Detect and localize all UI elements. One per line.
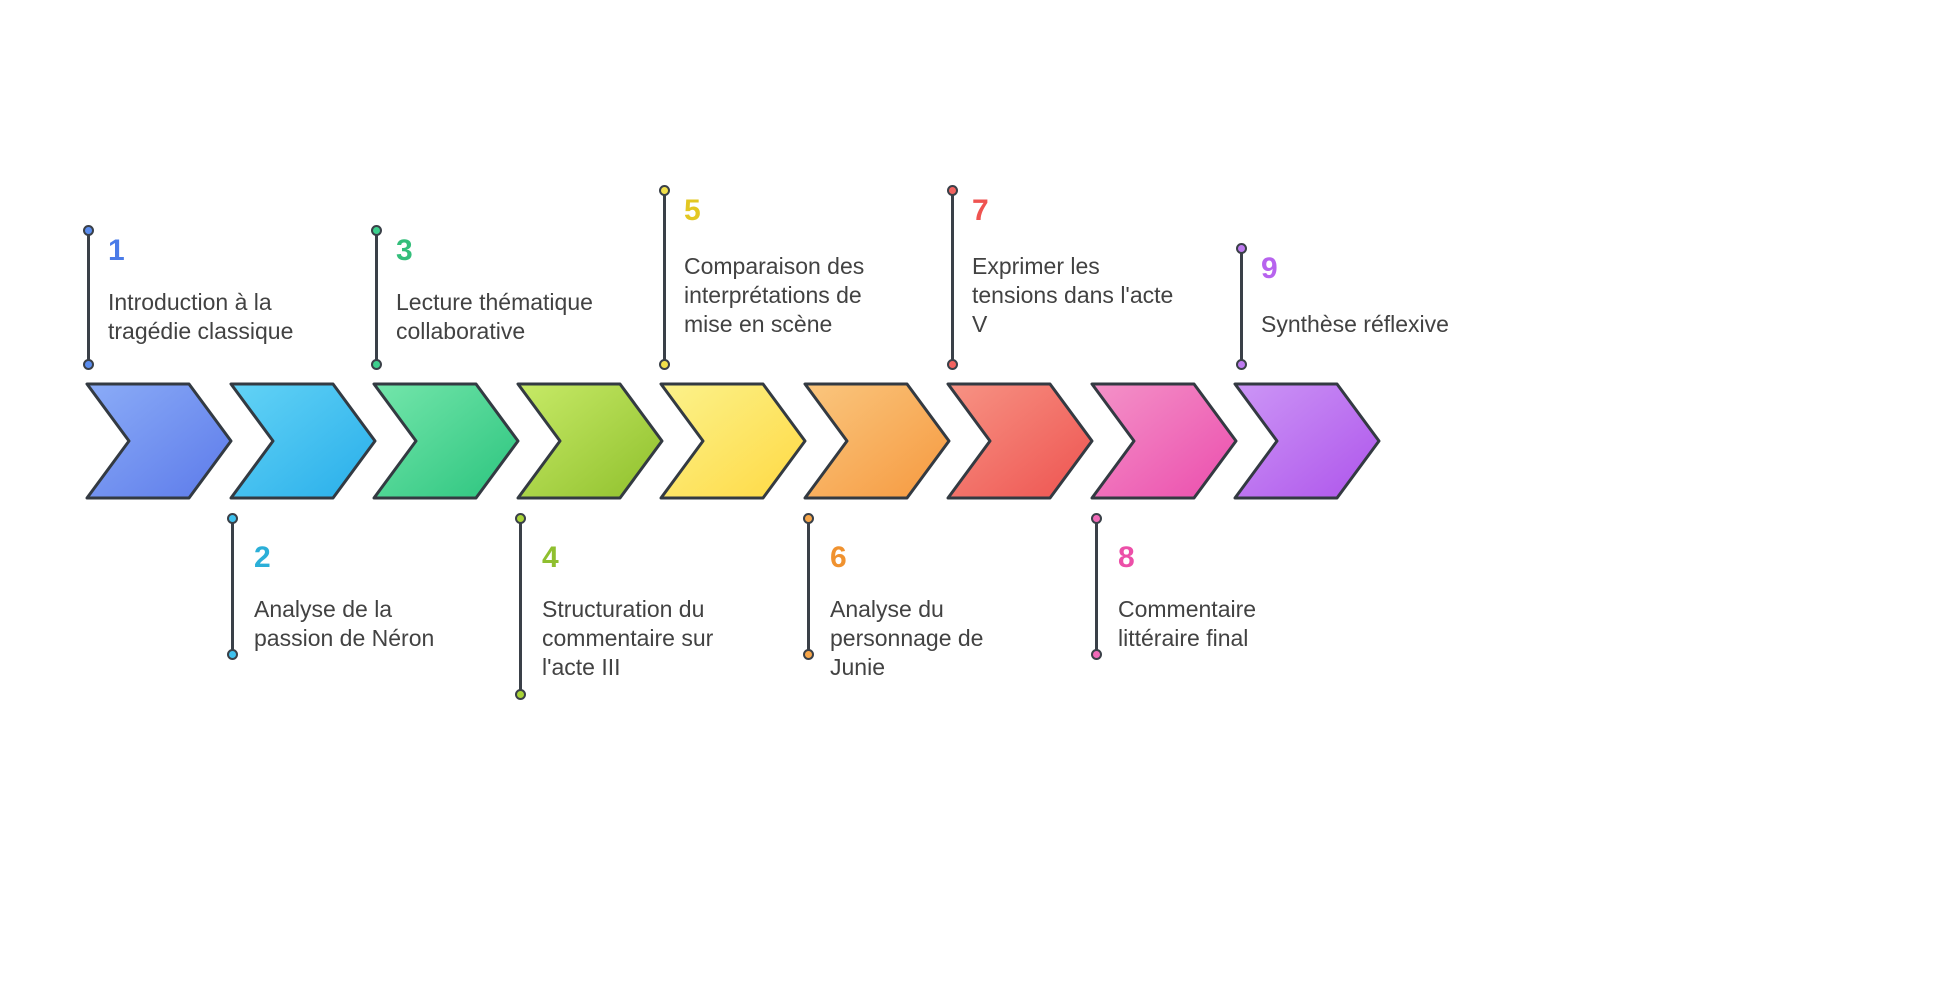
step-1-label: Introduction à la tragédie classique bbox=[108, 289, 294, 344]
chevron-arrow-3 bbox=[372, 382, 520, 500]
step-1-connector-dot-end bbox=[83, 359, 94, 370]
step-6-connector-dot-end bbox=[803, 649, 814, 660]
step-2-label: Analyse de la passion de Néron bbox=[254, 596, 435, 651]
step-5-connector-dot-start bbox=[659, 185, 670, 196]
step-6-number: 6 bbox=[830, 541, 847, 574]
step-5-connector-line bbox=[659, 185, 670, 370]
chevron-arrow-2 bbox=[229, 382, 377, 500]
step-8-connector-dot-start bbox=[1091, 513, 1102, 524]
step-9-connector-dot-end bbox=[1236, 359, 1247, 370]
step-2-connector-dot-start bbox=[227, 513, 238, 524]
chevron-arrow-4 bbox=[516, 382, 664, 500]
step-3-connector-dot-start bbox=[371, 225, 382, 236]
step-9-connector-dot-start bbox=[1236, 243, 1247, 254]
step-9-connector-line bbox=[1236, 243, 1247, 370]
step-4-label: Structuration du commentaire sur l'acte … bbox=[542, 596, 714, 680]
step-7-label: Exprimer les tensions dans l'acte V bbox=[972, 253, 1174, 337]
step-7-number: 7 bbox=[972, 194, 989, 227]
step-3-number: 3 bbox=[396, 234, 413, 267]
step-5-connector-dot-end bbox=[659, 359, 670, 370]
step-8-label: Commentaire littéraire final bbox=[1118, 596, 1257, 651]
step-4-connector-dot-end bbox=[515, 689, 526, 700]
step-2-number: 2 bbox=[254, 541, 271, 574]
step-4-connector-line bbox=[515, 513, 526, 700]
step-2-connector-line bbox=[227, 513, 238, 660]
chevron-arrow-9 bbox=[1233, 382, 1381, 500]
step-5-number: 5 bbox=[684, 194, 701, 227]
step-9-label: Synthèse réflexive bbox=[1261, 311, 1449, 337]
step-3-connector-dot-end bbox=[371, 359, 382, 370]
chevron-arrow-8 bbox=[1090, 382, 1238, 500]
chevron-arrow-5 bbox=[659, 382, 807, 500]
chevron-arrow-6 bbox=[803, 382, 951, 500]
step-5-label: Comparaison des interprétations de mise … bbox=[684, 253, 865, 337]
step-7-connector-line bbox=[947, 185, 958, 370]
step-1-connector-dot-start bbox=[83, 225, 94, 236]
chevron-arrow-7 bbox=[946, 382, 1094, 500]
step-7-connector-dot-end bbox=[947, 359, 958, 370]
step-7-connector-dot-start bbox=[947, 185, 958, 196]
step-9-number: 9 bbox=[1261, 252, 1278, 285]
step-6-connector-dot-start bbox=[803, 513, 814, 524]
step-6-connector-line bbox=[803, 513, 814, 660]
chevron-arrow-1 bbox=[85, 382, 233, 500]
step-1-number: 1 bbox=[108, 234, 125, 267]
step-3-connector-line bbox=[371, 225, 382, 370]
step-6-label: Analyse du personnage de Junie bbox=[830, 596, 984, 680]
step-8-connector-line bbox=[1091, 513, 1102, 660]
step-8-connector-dot-end bbox=[1091, 649, 1102, 660]
step-3-label: Lecture thématique collaborative bbox=[396, 289, 593, 344]
step-8-number: 8 bbox=[1118, 541, 1135, 574]
step-4-number: 4 bbox=[542, 541, 559, 574]
step-2-connector-dot-end bbox=[227, 649, 238, 660]
step-1-connector-line bbox=[83, 225, 94, 370]
step-4-connector-dot-start bbox=[515, 513, 526, 524]
